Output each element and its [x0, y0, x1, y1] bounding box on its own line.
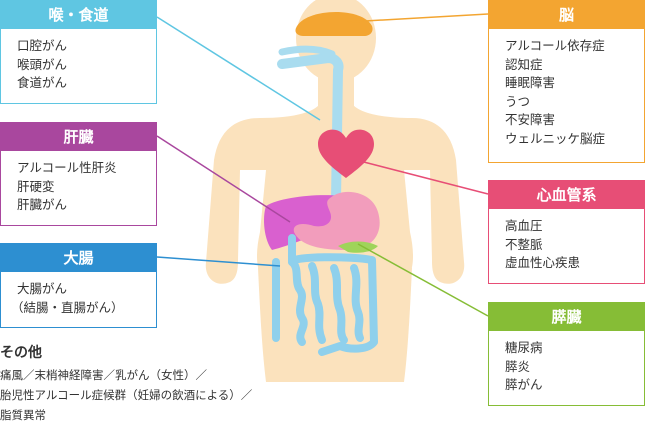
- other-title: その他: [0, 345, 42, 361]
- list-item: 糖尿病: [505, 340, 543, 355]
- list-item: 肝臓がん: [17, 197, 68, 212]
- colon-organ: [272, 234, 378, 356]
- other-line: 痛風／末梢神経障害／乳がん（女性）／: [0, 368, 207, 382]
- brain-box: 脳 アルコール依存症 認知症 睡眠障害 うつ 不安障害 ウェルニッケ脳症: [488, 0, 645, 163]
- list-item: アルコール依存症: [505, 38, 605, 53]
- list-item: 認知症: [505, 56, 543, 72]
- list-item: （結腸・直腸がん）: [11, 299, 124, 315]
- colon-box: 大腸 大腸がん （結腸・直腸がん）: [0, 243, 157, 328]
- pancreas-title: 膵臓: [489, 303, 644, 331]
- brain-list: アルコール依存症 認知症 睡眠障害 うつ 不安障害 ウェルニッケ脳症: [489, 29, 644, 148]
- list-item: 膵炎: [505, 358, 531, 374]
- liver-title: 肝臓: [1, 123, 156, 151]
- throat-esophagus-list: 口腔がん 喉頭がん 食道がん: [1, 29, 156, 93]
- liver-connector: [156, 135, 291, 223]
- list-item: 大腸がん: [17, 281, 68, 296]
- pancreas-connector: [357, 243, 489, 317]
- colon-list: 大腸がん （結腸・直腸がん）: [1, 272, 156, 317]
- stomach-organ: [293, 191, 380, 250]
- colon-title: 大腸: [1, 244, 156, 272]
- other-line: 脂質異常: [0, 408, 46, 422]
- liver-list: アルコール性肝炎 肝硬変 肝臓がん: [1, 151, 156, 215]
- mouth-organ: [278, 45, 336, 58]
- throat-esophagus-box: 喉・食道 口腔がん 喉頭がん 食道がん: [0, 0, 157, 104]
- list-item: 喉頭がん: [17, 56, 68, 72]
- other-section: その他 痛風／末梢神経障害／乳がん（女性）／ 胎児性アルコール症候群（妊婦の飲酒…: [0, 343, 340, 425]
- other-line: 胎児性アルコール症候群（妊婦の飲酒による）／: [0, 388, 253, 402]
- cardiovascular-list: 高血圧 不整脈 虚血性心疾患: [489, 209, 644, 273]
- list-item: 不安障害: [505, 112, 556, 127]
- liver-box: 肝臓 アルコール性肝炎 肝硬変 肝臓がん: [0, 122, 157, 226]
- list-item: 肝硬変: [17, 178, 55, 194]
- list-item: アルコール性肝炎: [17, 160, 117, 175]
- cardiovascular-title: 心血管系: [489, 181, 644, 209]
- list-item: ウェルニッケ脳症: [505, 130, 606, 146]
- heart-organ: [318, 129, 374, 178]
- list-item: 虚血性心疾患: [505, 255, 581, 270]
- list-item: 膵がん: [505, 377, 543, 392]
- list-item: 不整脈: [505, 236, 543, 252]
- esophagus-organ: [277, 53, 344, 205]
- list-item: うつ: [505, 93, 531, 109]
- throat-connector: [156, 16, 321, 121]
- list-item: 高血圧: [505, 218, 543, 233]
- cardiovascular-box: 心血管系 高血圧 不整脈 虚血性心疾患: [488, 180, 645, 284]
- pancreas-list: 糖尿病 膵炎 膵がん: [489, 331, 644, 395]
- colon-connector: [156, 256, 281, 267]
- throat-esophagus-title: 喉・食道: [1, 1, 156, 29]
- list-item: 睡眠障害: [505, 75, 556, 90]
- brain-connector: [347, 13, 489, 23]
- pancreas-box: 膵臓 糖尿病 膵炎 膵がん: [488, 302, 645, 406]
- list-item: 口腔がん: [17, 38, 68, 53]
- list-item: 食道がん: [17, 75, 68, 90]
- brain-title: 脳: [489, 1, 644, 29]
- brain-organ: [295, 11, 373, 36]
- cardio-connector: [355, 159, 489, 195]
